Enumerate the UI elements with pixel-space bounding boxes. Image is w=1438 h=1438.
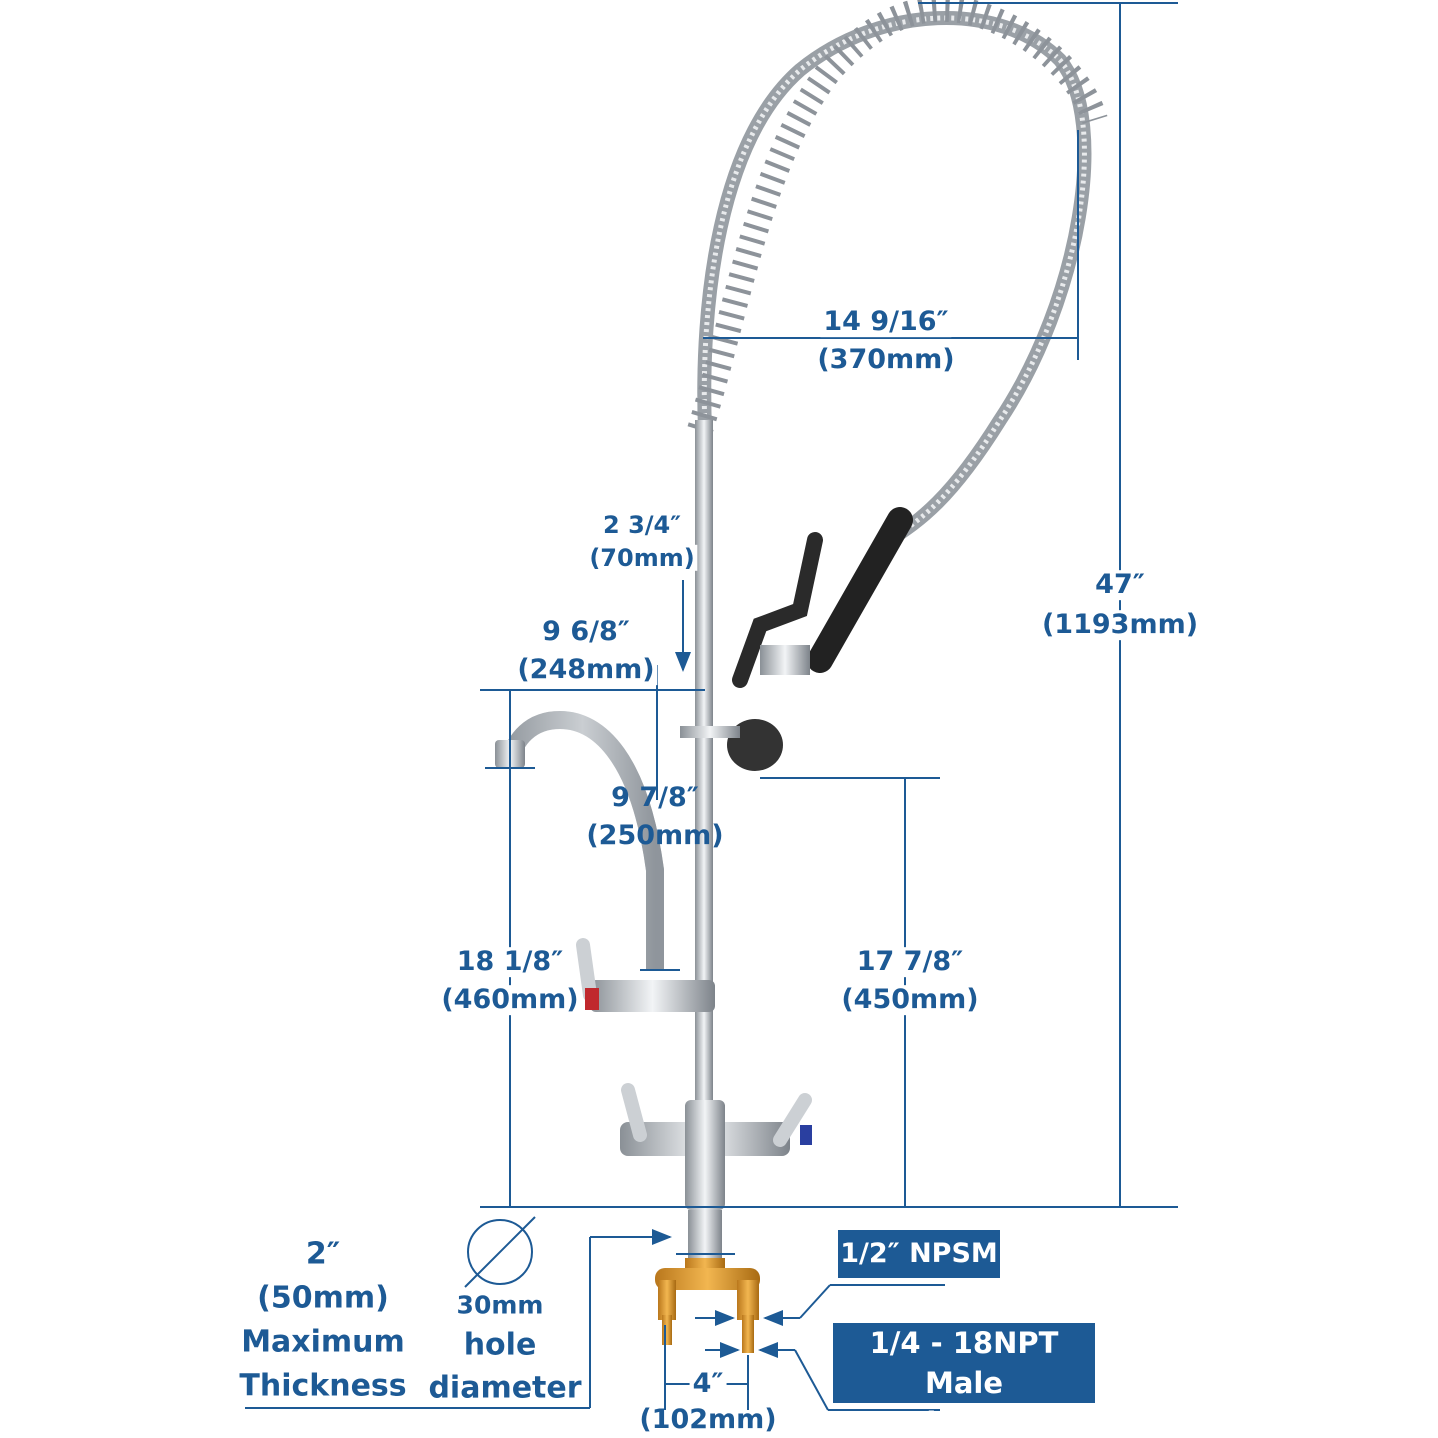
deck-thickness-imperial: 2″ <box>302 1237 344 1271</box>
hose-reach-imperial: 14 9/16″ <box>820 307 952 337</box>
sprayer-head <box>727 719 783 771</box>
total-height-metric: (1193mm) <box>1038 610 1202 640</box>
spout-outlet-height-imperial: 18 1/8″ <box>453 947 567 977</box>
spout-handle <box>576 938 597 1002</box>
hole-size: 30mm <box>453 1291 547 1319</box>
sprayer-height-metric: (450mm) <box>838 985 982 1015</box>
npsm-callout: 1/2″ NPSM <box>838 1230 1000 1278</box>
hole-line1: hole <box>460 1328 540 1362</box>
spout-reach-metric: (248mm) <box>514 655 658 685</box>
sprayer-height-imperial: 17 7/8″ <box>853 947 967 977</box>
hole-line2: diameter <box>425 1371 585 1405</box>
riser-pipe <box>695 420 713 1120</box>
hole-diameter-icon <box>464 1216 536 1288</box>
spring-coil <box>687 0 1108 434</box>
deck-thickness-line2: Thickness <box>236 1369 410 1403</box>
center-spacing-imperial: 4″ <box>689 1369 727 1399</box>
sprayer-offset-imperial: 2 3/4″ <box>600 511 684 538</box>
dimension-lines <box>245 2 1178 1411</box>
spring-hose <box>697 11 1092 546</box>
spout-outlet-height-metric: (460mm) <box>438 985 582 1015</box>
brass-tee <box>655 1268 760 1290</box>
spout-reach-imperial: 9 6/8″ <box>539 617 633 647</box>
sprayer-grip <box>807 507 913 673</box>
sprayer-lever <box>732 532 823 688</box>
sprayer-offset-metric: (70mm) <box>586 544 698 571</box>
thread-callout-line1: 1/4 - 18NPT Male <box>869 1326 1059 1400</box>
thread-callout-line2: Thread <box>906 1406 1022 1438</box>
spout-height-imperial: 9 7/8″ <box>611 782 699 814</box>
hose-reach-metric: (370mm) <box>814 345 958 375</box>
thread-callout: 1/4 - 18NPT Male Thread <box>833 1323 1095 1438</box>
deck-thickness-metric: (50mm) <box>254 1281 392 1315</box>
spout-height-metric: (250mm) <box>586 820 724 852</box>
deck-thickness-line1: Maximum <box>238 1325 408 1359</box>
total-height-imperial: 47″ <box>1092 570 1148 600</box>
center-spacing-metric: (102mm) <box>639 1404 777 1436</box>
